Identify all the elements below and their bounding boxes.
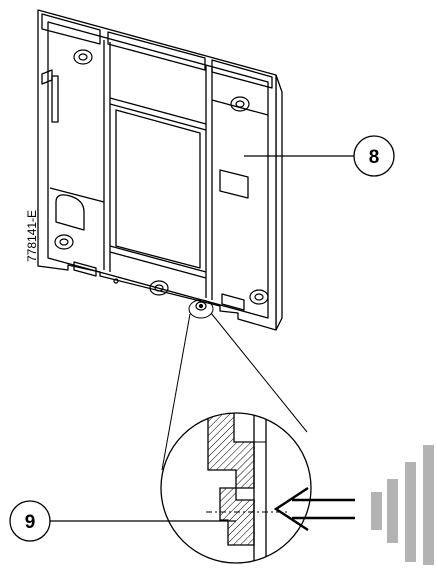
- insertion-arrow: [273, 486, 355, 532]
- screw-hole-bottom-left: [54, 234, 74, 250]
- signal-bar: [405, 462, 416, 562]
- screw-hole-bottom-center: [149, 280, 169, 296]
- signal-bar: [371, 492, 382, 530]
- screw-hole-bottom-right: [249, 289, 269, 305]
- callout-9-label: 9: [25, 512, 36, 533]
- screw-hole-top-left: [73, 49, 93, 65]
- screw-hole-top-right: [230, 96, 250, 112]
- callout-8: 8: [244, 135, 395, 177]
- mounting-plate: [37, 9, 283, 331]
- signal-bar: [423, 445, 434, 565]
- magnified-section: [206, 413, 290, 563]
- document-code: 778141-E: [25, 210, 39, 262]
- signal-bar: [387, 479, 398, 543]
- magnifier-guide-lines: [161, 299, 308, 471]
- small-hole: [113, 278, 119, 284]
- signal-bars-icon: [371, 445, 434, 565]
- callout-9: 9: [9, 500, 236, 542]
- screw-hole-detail-point: [195, 301, 207, 311]
- callout-8-label: 8: [369, 147, 380, 168]
